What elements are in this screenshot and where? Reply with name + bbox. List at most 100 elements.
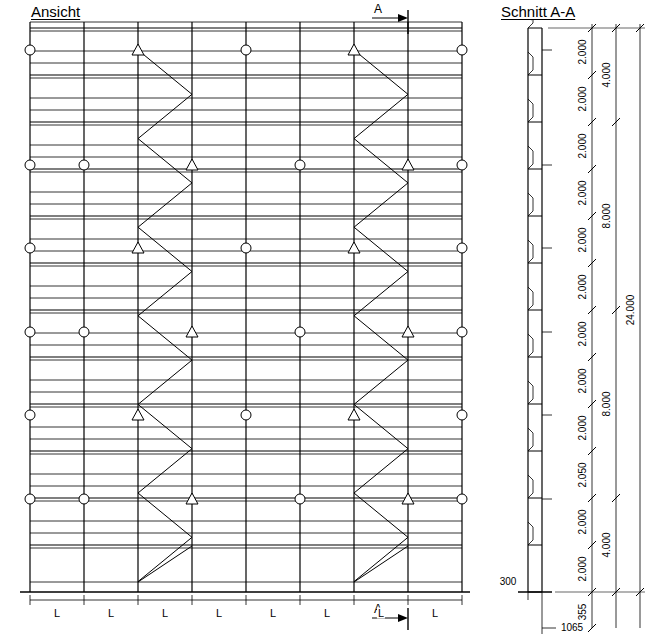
dimension-tick <box>588 588 596 596</box>
deck-line <box>30 407 462 408</box>
guard-rail <box>30 486 462 487</box>
diagonal-brace <box>354 546 408 582</box>
section-deck <box>528 404 542 405</box>
section-bracket <box>528 52 533 75</box>
deck-line <box>30 356 462 357</box>
dimension-tick <box>408 595 409 605</box>
section-bracket <box>528 240 533 263</box>
guard-rail <box>30 286 462 287</box>
dimension-tick <box>612 306 620 314</box>
anchor-triangle <box>402 493 414 504</box>
dimension-text: 2.000 <box>578 38 588 65</box>
dimension-tick <box>354 595 355 605</box>
dimension-tick <box>588 24 596 32</box>
dimension-tick <box>528 592 529 600</box>
section-deck <box>528 545 542 546</box>
dimension-tick <box>588 212 596 220</box>
guard-rail <box>30 521 462 522</box>
section-deck <box>528 263 542 264</box>
base-rail <box>30 582 462 583</box>
anchor-circle <box>25 494 35 504</box>
standard-post <box>407 22 408 592</box>
deck-line <box>30 497 462 498</box>
guard-rail <box>30 157 462 158</box>
anchor-triangle <box>348 242 360 253</box>
dimension-text: 2.000 <box>578 367 588 394</box>
dimension-text: 2.000 <box>578 132 588 159</box>
deck-line <box>30 309 462 310</box>
section-arrowhead <box>398 614 408 622</box>
anchor-circle <box>457 160 467 170</box>
view-title: Ansicht <box>30 4 81 19</box>
deck-line <box>30 121 462 122</box>
diagonal-brace <box>138 50 192 582</box>
extension-line <box>555 592 645 593</box>
dimension-tick <box>588 306 596 314</box>
anchor-circle <box>79 160 89 170</box>
guard-rail <box>30 145 462 146</box>
section-arrow <box>372 18 398 19</box>
dimension-tick <box>588 71 596 79</box>
guard-rail <box>30 380 462 381</box>
guard-rail <box>30 22 462 23</box>
section-anchor <box>542 50 552 51</box>
anchor-circle <box>457 327 467 337</box>
section-line <box>407 608 408 630</box>
standard-post <box>461 22 462 592</box>
dimension-line <box>592 24 593 628</box>
section-anchor <box>542 415 552 416</box>
anchor-triangle <box>186 159 198 170</box>
dimension-tick <box>246 595 247 605</box>
dimension-text: 2.000 <box>578 226 588 253</box>
dimension-tick <box>612 588 620 596</box>
anchor-circle <box>241 410 251 420</box>
dimension-tick <box>588 259 596 267</box>
anchor-circle <box>25 243 35 253</box>
section-deck <box>528 75 542 76</box>
dimension-text: 4.000 <box>602 61 612 88</box>
deck-line <box>30 454 462 455</box>
anchor-triangle <box>348 44 360 55</box>
dimension-text: 2.050 <box>578 461 588 488</box>
deck-line <box>30 548 462 549</box>
section-bracket <box>528 428 533 451</box>
anchor-circle <box>295 494 305 504</box>
guard-rail <box>30 298 462 299</box>
section-anchor <box>542 165 552 166</box>
guard-rail <box>30 474 462 475</box>
dimension-tick <box>30 595 31 605</box>
section-deck <box>528 216 542 217</box>
dimension-tick <box>192 595 193 605</box>
bay-length: L <box>269 608 277 619</box>
dimension-line <box>542 628 556 629</box>
dimension-tick <box>588 447 596 455</box>
anchor-triangle <box>348 409 360 420</box>
section-deck <box>528 498 542 499</box>
guard-rail <box>30 533 462 534</box>
ground-line <box>20 591 470 592</box>
guard-rail <box>30 204 462 205</box>
dimension-text: 24.000 <box>626 294 636 327</box>
anchor-circle <box>457 45 467 55</box>
anchor-circle <box>295 327 305 337</box>
deck-line <box>30 74 462 75</box>
standard-post <box>245 22 246 592</box>
bay-length: L <box>53 608 61 619</box>
section-line <box>407 10 408 34</box>
section-bracket <box>528 193 533 216</box>
section-bracket <box>528 522 533 545</box>
deck-line <box>30 544 462 545</box>
dimension-text: 300 <box>499 577 518 587</box>
deck-line <box>30 360 462 361</box>
anchor-triangle <box>186 326 198 337</box>
guard-rail <box>30 110 462 111</box>
bay-length: L <box>377 608 385 619</box>
section-bracket <box>528 334 533 357</box>
diagonal-brace <box>354 50 408 582</box>
deck-line <box>30 172 462 173</box>
section-bracket <box>528 381 533 404</box>
bay-length: L <box>215 608 223 619</box>
section-anchor <box>542 248 552 249</box>
